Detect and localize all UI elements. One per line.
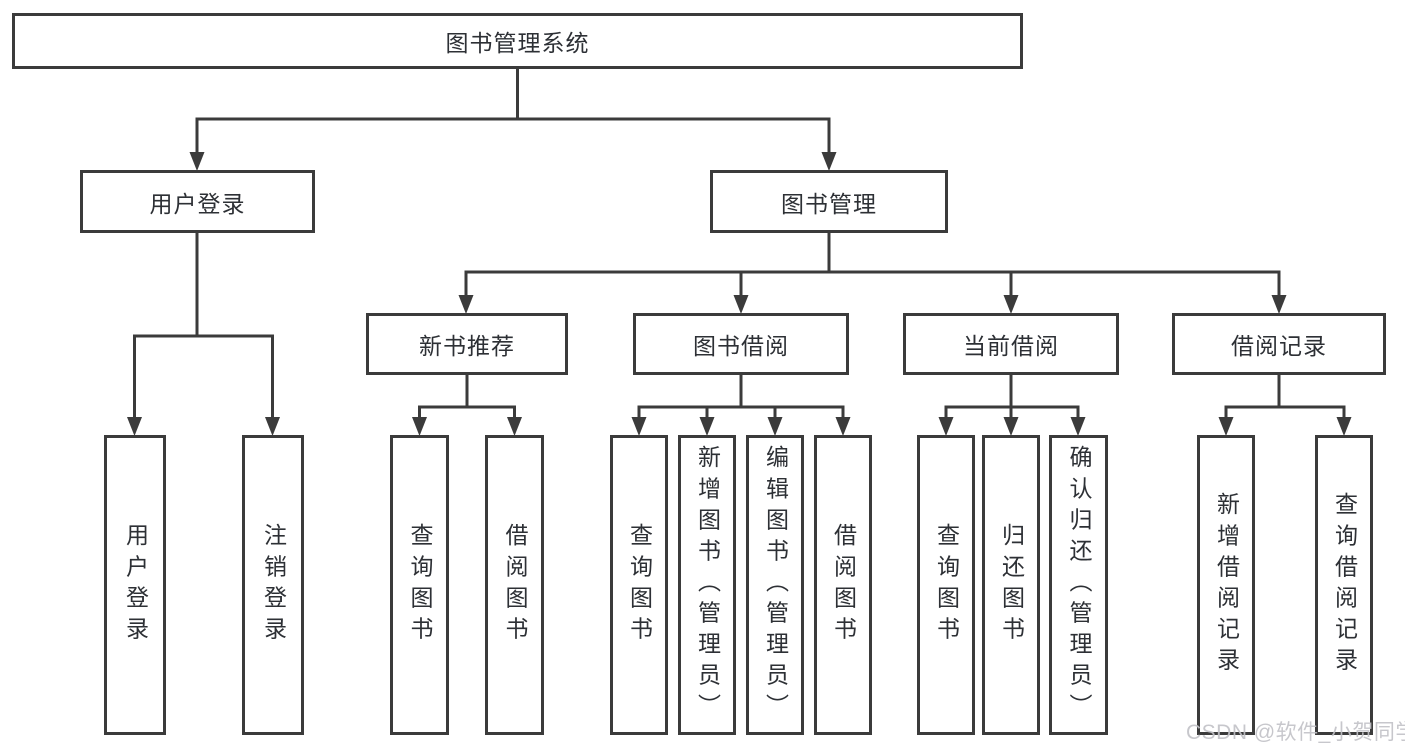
leaf-records-query-record: 查询借阅记录 [1315, 435, 1373, 735]
leaf-current-return-book: 归还图书 [982, 435, 1040, 735]
arrow-icon [1271, 295, 1287, 314]
arrow-icon [938, 417, 954, 436]
leaf-borrow-edit-book-admin: 编辑图书（管理员） [746, 435, 804, 735]
leaf-recommend-borrow-book: 借阅图书 [485, 435, 544, 735]
node-label: 当前借阅 [963, 333, 1059, 359]
node-label: 借阅图书 [830, 522, 857, 648]
node-label: 图书管理 [781, 190, 877, 217]
node-label: 借阅记录 [1231, 333, 1327, 359]
arrow-icon [835, 417, 851, 436]
node-label: 查询图书 [626, 522, 653, 648]
node-new-book-recommend: 新书推荐 [366, 313, 568, 375]
arrow-icon [631, 417, 647, 436]
connector-borrow-to-leaves [637, 373, 845, 421]
node-borrow-records: 借阅记录 [1172, 313, 1386, 375]
arrow-icon [1003, 417, 1019, 436]
node-label: 确认归还（管理员） [1066, 445, 1092, 725]
node-label: 新增借阅记录 [1213, 491, 1240, 679]
node-label: 用户登录 [149, 190, 246, 217]
leaf-current-confirm-return-admin: 确认归还（管理员） [1049, 435, 1108, 735]
node-book-management: 图书管理 [710, 170, 948, 233]
node-label: 新增图书（管理员） [694, 445, 721, 725]
node-current-borrow: 当前借阅 [903, 313, 1119, 375]
node-label: 查询借阅记录 [1331, 491, 1358, 679]
leaf-recommend-query-book: 查询图书 [390, 435, 449, 735]
arrow-icon [412, 417, 427, 436]
csdn-watermark: CSDN @软件_小贺同学 [1186, 721, 1405, 744]
leaf-borrow-add-book-admin: 新增图书（管理员） [678, 435, 736, 735]
node-label: 新书推荐 [419, 333, 515, 359]
arrow-icon [458, 295, 474, 314]
leaf-user-login: 用户登录 [104, 435, 166, 735]
connector-root-to-level2 [195, 67, 831, 155]
connector-user-login-to-leaves [133, 231, 274, 420]
arrow-icon [189, 152, 205, 171]
arrowheads [127, 152, 1352, 436]
connector-recommend-to-leaves [418, 373, 516, 421]
node-label: 图书借阅 [693, 333, 789, 359]
leaf-current-query-book: 查询图书 [917, 435, 975, 735]
node-label: 查询图书 [933, 522, 960, 648]
arrow-icon [821, 152, 837, 171]
node-book-borrow: 图书借阅 [633, 313, 849, 375]
leaf-records-add-record: 新增借阅记录 [1197, 435, 1255, 735]
node-label: 借阅图书 [502, 522, 528, 648]
node-label: 注销登录 [260, 522, 287, 648]
arrow-icon [1336, 417, 1352, 436]
node-label: 查询图书 [407, 522, 433, 648]
leaf-borrow-borrow-book: 借阅图书 [814, 435, 872, 735]
arrow-icon [733, 295, 749, 314]
node-root: 图书管理系统 [12, 13, 1023, 69]
connector-current-to-leaves [944, 373, 1080, 421]
node-user-login: 用户登录 [80, 170, 315, 233]
leaf-logout: 注销登录 [242, 435, 304, 735]
connector-book-management-to-level3 [464, 231, 1281, 298]
arrow-icon [507, 417, 522, 436]
node-label: 图书管理系统 [445, 30, 590, 56]
arrow-icon [127, 417, 142, 436]
leaf-borrow-query-book: 查询图书 [610, 435, 668, 735]
connector-records-to-leaves [1224, 373, 1346, 421]
node-label: 归还图书 [998, 522, 1025, 648]
arrow-icon [1218, 417, 1234, 436]
arrow-icon [699, 417, 715, 436]
arrow-icon [265, 417, 280, 436]
arrow-icon [1070, 417, 1086, 436]
arrow-icon [767, 417, 783, 436]
node-label: 编辑图书（管理员） [762, 445, 789, 725]
node-label: 用户登录 [122, 522, 149, 648]
arrow-icon [1003, 295, 1019, 314]
